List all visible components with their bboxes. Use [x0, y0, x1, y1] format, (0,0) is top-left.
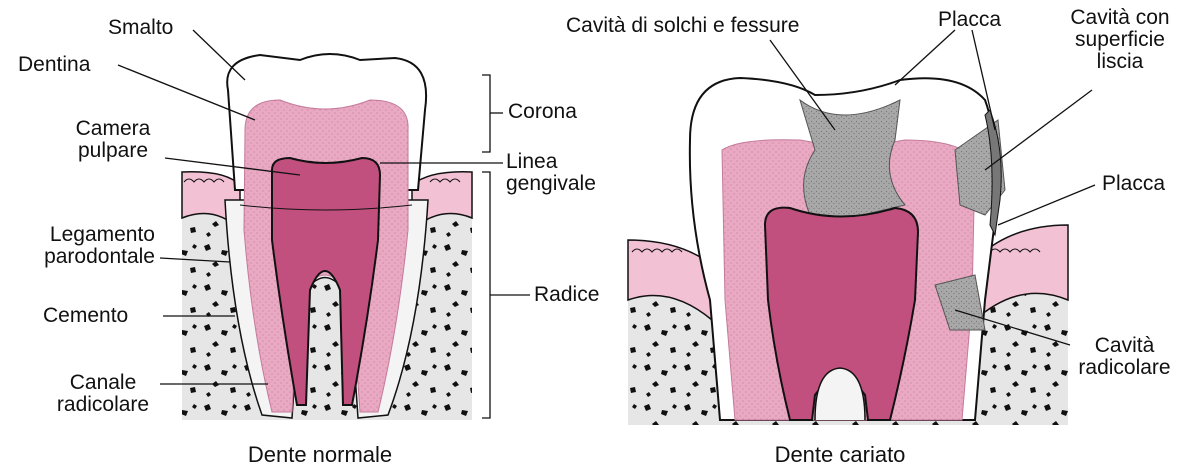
caption-dente-cariato: Dente cariato: [774, 442, 906, 467]
label-radice: Radice: [534, 283, 600, 306]
label-linea-gengivale: Linea gengivale: [506, 150, 596, 195]
decay-pits-fissures: [799, 98, 906, 221]
label-cavita-radicolare: Cavità radicolare: [1078, 334, 1171, 379]
label-corona: Corona: [508, 100, 577, 123]
label-camera-pulpare: Camera pulpare: [75, 117, 151, 162]
label-cemento: Cemento: [43, 304, 129, 327]
decayed-tooth: [627, 76, 1069, 425]
normal-tooth: [181, 53, 473, 420]
plaque-side: [984, 109, 1002, 237]
label-cavita-superficie-liscia: Cavità con superficie liscia: [1070, 6, 1170, 73]
caption-dente-normale: Dente normale: [247, 442, 393, 467]
label-dentina: Dentina: [18, 53, 91, 76]
decayed-pulp: [763, 206, 920, 421]
label-legamento-parodontale: Legamento parodontale: [44, 223, 155, 268]
label-placca-top: Placca: [938, 8, 1002, 31]
label-smalto: Smalto: [108, 16, 174, 39]
label-placca-side: Placca: [1102, 172, 1166, 195]
label-canale-radicolare: Canale radicolare: [56, 371, 150, 416]
label-cavita-solchi-fessure: Cavità di solchi e fessure: [566, 14, 800, 37]
decay-root: [934, 274, 986, 331]
leader-lines: [117, 29, 1096, 419]
normal-pulp: [271, 156, 382, 406]
